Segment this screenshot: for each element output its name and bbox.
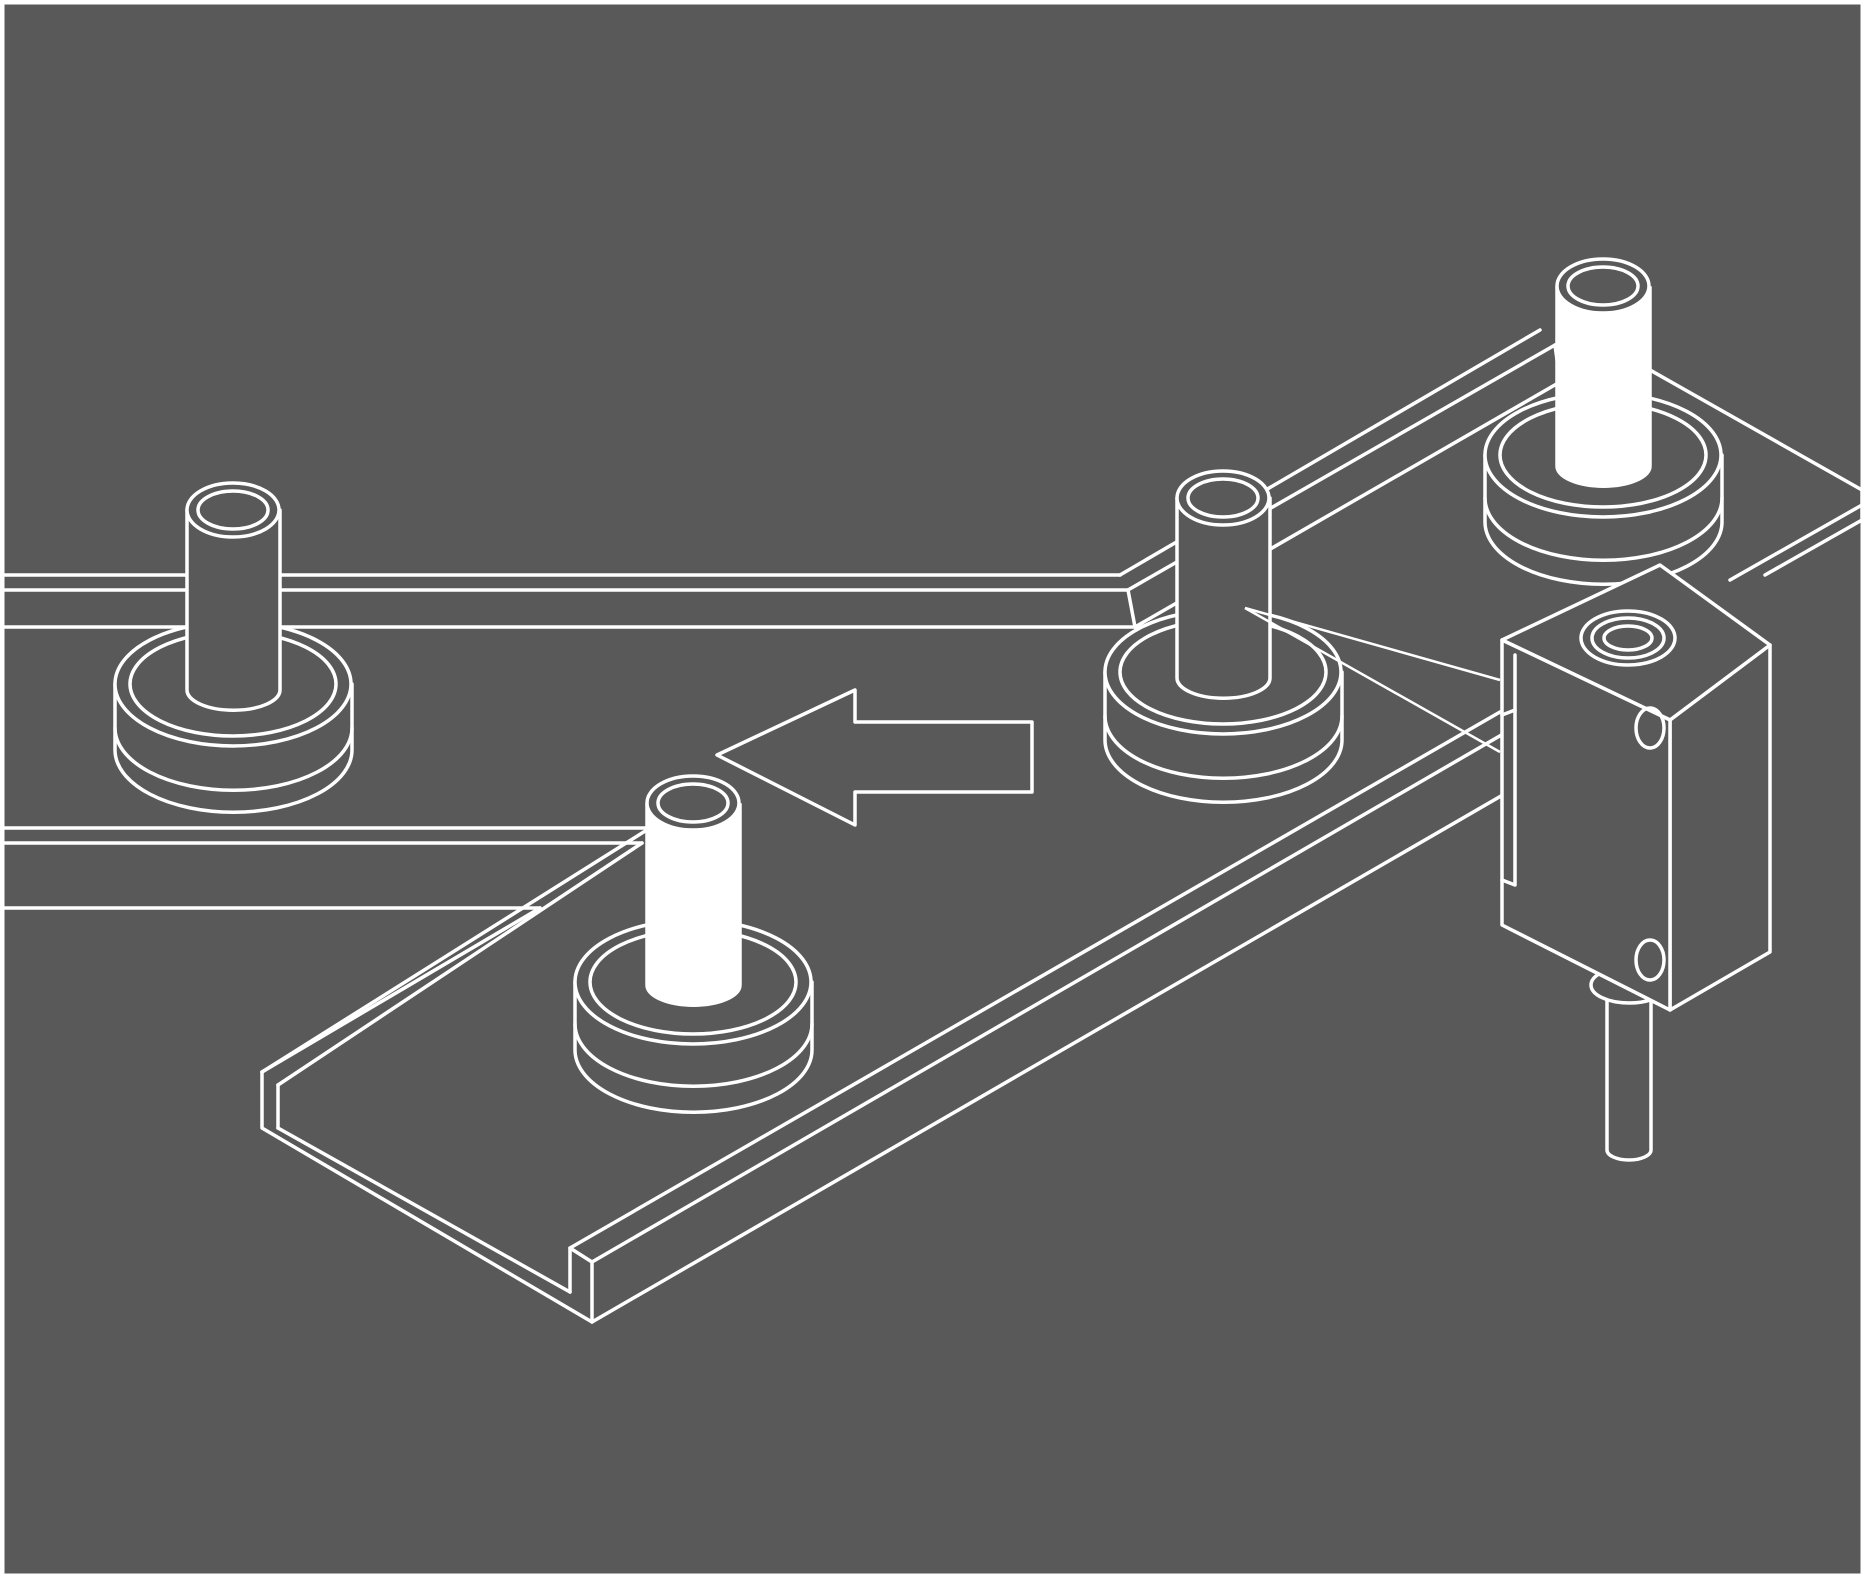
cylindrical-pin-part-icon bbox=[113, 481, 354, 815]
arrow-left-icon bbox=[715, 688, 1034, 827]
cylindrical-pin-part-icon bbox=[573, 774, 814, 1115]
cylindrical-pin-part-icon bbox=[1103, 469, 1344, 805]
sensor-cable-icon bbox=[1605, 988, 1653, 1162]
conveyor-front-rail bbox=[3, 518, 1864, 1324]
conveyor-right-end bbox=[1648, 368, 1864, 582]
photoelectric-sensor-icon bbox=[1500, 563, 1772, 1162]
cylindrical-pin-part-icon bbox=[1483, 257, 1724, 587]
sensor-beam bbox=[1244, 606, 1501, 754]
